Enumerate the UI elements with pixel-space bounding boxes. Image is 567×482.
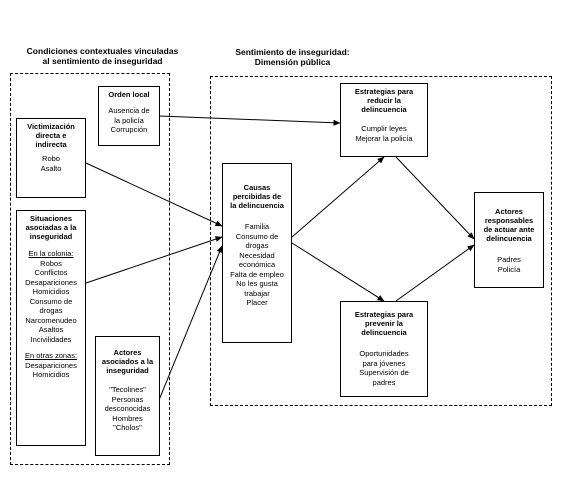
box-line: Familia — [244, 222, 270, 231]
box-line: la policía — [114, 115, 144, 125]
box-line: Supervisión de — [359, 368, 409, 377]
box-orden-local: Orden local Ausencia de la policía Corru… — [98, 86, 160, 146]
box-line: Narcomenudeo — [25, 315, 77, 325]
box-line: Robos — [40, 258, 62, 268]
box-line: trabajar — [244, 288, 270, 298]
box-causas: Causas percibidas de la delincuencia Fam… — [222, 163, 292, 343]
arrow-prevenir-to-responsables — [395, 244, 475, 302]
box-line: Personas — [111, 394, 144, 404]
box-title: Actores responsables de actuar ante deli… — [477, 207, 541, 243]
arrow-causas-to-prevenir — [291, 242, 385, 302]
box-line: Hombres — [112, 413, 143, 423]
arrow-victimizacion-to-causas — [85, 162, 223, 227]
title-line: prevenir la — [365, 319, 403, 328]
subheading-otras-zonas: En otras zonas: — [24, 351, 78, 360]
box-line: Conflictos — [34, 268, 68, 277]
title-line: inseguridad — [29, 232, 73, 241]
box-responsables: Actores responsables de actuar ante deli… — [474, 192, 544, 288]
title-line: Estrategias para — [354, 87, 414, 96]
box-title: Victimización directa e indirecta — [19, 122, 83, 149]
arrow-situaciones-to-causas — [85, 236, 223, 284]
box-title: Orden local — [108, 90, 150, 99]
box-title: Situaciones asociadas a la inseguridad — [19, 214, 83, 241]
box-situaciones: Situaciones asociadas a la inseguridad E… — [16, 210, 86, 446]
box-actores-inseguridad: Actores asociados a la inseguridad "Teco… — [95, 336, 160, 456]
box-line: Consumo de — [29, 296, 73, 306]
title-line: percibidas de — [232, 192, 282, 201]
box-line: Asalto — [40, 163, 62, 173]
box-line: Homicidios — [32, 287, 70, 296]
left-heading-line: al sentimiento de inseguridad — [42, 56, 163, 66]
box-title: Causas percibidas de la delincuencia — [225, 183, 289, 210]
box-victimizacion: Victimización directa e indirecta Robo A… — [16, 118, 86, 198]
box-line: Cumplir leyes — [361, 124, 407, 133]
box-line: Incivilidades — [30, 334, 72, 344]
title-line: reducir la — [367, 96, 401, 105]
box-line: drogas — [39, 306, 63, 315]
box-line: Falta de empleo — [230, 269, 284, 279]
box-line: No les gusta — [236, 279, 278, 288]
box-line: económica — [238, 260, 276, 269]
box-line: Policía — [497, 264, 521, 274]
box-line: desconocidas — [104, 404, 151, 413]
left-section-heading: Condiciones contextuales vinculadas al s… — [10, 46, 195, 66]
box-line: padres — [372, 377, 396, 387]
box-line: Oportunidades — [359, 349, 409, 358]
subheading-colonia: En la colonia: — [28, 249, 74, 258]
right-section-heading: Sentimiento de inseguridad: Dimensión pú… — [225, 47, 360, 67]
box-title: Actores asociados a la inseguridad — [98, 348, 157, 375]
title-line: delincuencia — [361, 105, 407, 114]
arrow-actores-to-causas — [158, 245, 223, 401]
box-line: Consumo de — [235, 231, 279, 241]
arrow-causas-to-reducir — [291, 156, 385, 238]
title-line: responsables — [484, 216, 534, 225]
box-line: Desapariciones — [25, 360, 77, 370]
box-line: Padres — [497, 255, 521, 264]
box-line: "Tecolines" — [109, 385, 146, 394]
box-line: "Cholos" — [113, 423, 142, 432]
title-line: Actores — [113, 348, 142, 357]
title-line: Situaciones — [29, 214, 73, 223]
title-line: asociados a la — [101, 357, 154, 366]
box-title: Estrategias para prevenir la delincuenci… — [343, 310, 425, 337]
title-line: de actuar ante — [483, 225, 535, 234]
title-line: indirecta — [35, 140, 67, 149]
right-heading-line: Sentimiento de inseguridad: — [235, 47, 350, 57]
box-line: Mejorar la policía — [355, 133, 413, 143]
box-line: para jóvenes — [362, 358, 406, 368]
title-line: delincuencia — [361, 328, 407, 337]
box-line: Asaltos — [38, 325, 64, 334]
arrow-reducir-to-responsables — [395, 156, 475, 240]
title-line: Actores — [495, 207, 523, 216]
title-line: directa e — [35, 131, 67, 140]
box-line: Desapariciones — [25, 277, 77, 287]
box-reducir: Estrategias para reducir la delincuencia… — [340, 83, 428, 157]
title-line: inseguridad — [106, 366, 149, 375]
box-line: Placer — [246, 298, 268, 307]
title-line: Victimización — [27, 122, 75, 131]
title-line: Estrategias para — [354, 310, 414, 319]
right-heading-line: Dimensión pública — [254, 57, 331, 67]
arrow-orden-to-reducir — [158, 115, 341, 126]
box-line: Necesidad — [239, 250, 275, 260]
box-line: Corrupción — [110, 125, 148, 134]
left-heading-line: Condiciones contextuales vinculadas — [26, 46, 179, 56]
title-line: Causas — [243, 183, 271, 192]
box-line: drogas — [245, 241, 269, 250]
box-prevenir: Estrategias para prevenir la delincuenci… — [340, 301, 428, 397]
title-line: asociadas a la — [25, 223, 77, 232]
box-line: Ausencia de — [108, 106, 150, 115]
title-line: delincuencia — [486, 234, 532, 243]
spacer — [19, 344, 83, 351]
box-line: Homicidios — [32, 370, 70, 379]
box-line: Robo — [42, 154, 60, 163]
box-title: Estrategias para reducir la delincuencia — [343, 87, 425, 114]
left-section-frame — [10, 73, 170, 465]
title-line: la delincuencia — [230, 201, 284, 210]
